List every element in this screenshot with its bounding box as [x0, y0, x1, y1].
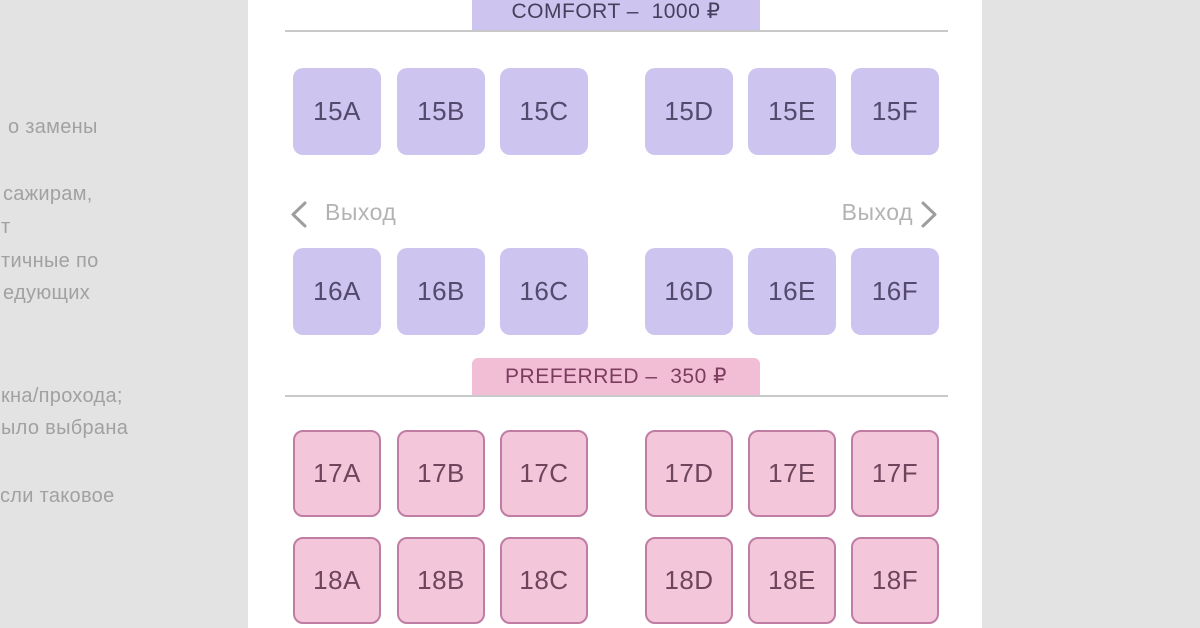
- seat-16E[interactable]: 16E: [748, 248, 836, 335]
- seat-18A[interactable]: 18A: [293, 537, 381, 624]
- sidebar-text-line: ыло выбрана: [1, 417, 129, 439]
- sidebar-text-line: сли таковое: [0, 485, 115, 507]
- seat-15D[interactable]: 15D: [645, 68, 733, 155]
- comfort-section-header: COMFORT – 1000 ₽: [472, 0, 760, 30]
- seat-15C[interactable]: 15C: [500, 68, 588, 155]
- preferred-section-header: PREFERRED – 350 ₽: [472, 358, 760, 395]
- chevron-left-icon: [290, 201, 308, 228]
- seat-18D[interactable]: 18D: [645, 537, 733, 624]
- seat-17A[interactable]: 17A: [293, 430, 381, 517]
- sidebar-text-line: тичные по: [1, 250, 99, 272]
- seat-18C[interactable]: 18C: [500, 537, 588, 624]
- sidebar-text-line: сажирам,: [3, 183, 93, 205]
- seat-16B[interactable]: 16B: [397, 248, 485, 335]
- seat-16D[interactable]: 16D: [645, 248, 733, 335]
- seat-18F[interactable]: 18F: [851, 537, 939, 624]
- sidebar-text-line: о замены: [8, 116, 98, 138]
- exit-label-left: Выход: [325, 199, 397, 225]
- chevron-right-icon: [920, 201, 938, 228]
- seat-17C[interactable]: 17C: [500, 430, 588, 517]
- seat-15B[interactable]: 15B: [397, 68, 485, 155]
- seat-17E[interactable]: 17E: [748, 430, 836, 517]
- seat-17D[interactable]: 17D: [645, 430, 733, 517]
- seat-17F[interactable]: 17F: [851, 430, 939, 517]
- seat-16A[interactable]: 16A: [293, 248, 381, 335]
- seat-16C[interactable]: 16C: [500, 248, 588, 335]
- seat-map-panel: COMFORT – 1000 ₽ 15A 15B 15C 15D 15E 15F…: [248, 0, 982, 628]
- seat-17B[interactable]: 17B: [397, 430, 485, 517]
- sidebar-text-line: кна/прохода;: [1, 385, 123, 407]
- comfort-divider-line: [285, 30, 948, 32]
- seat-16F[interactable]: 16F: [851, 248, 939, 335]
- sidebar-text-line: едующих: [3, 282, 91, 304]
- exit-label-right: Выход: [841, 199, 913, 225]
- preferred-divider-line: [285, 395, 948, 397]
- sidebar-text-line: т: [1, 216, 11, 238]
- seat-15A[interactable]: 15A: [293, 68, 381, 155]
- seat-18B[interactable]: 18B: [397, 537, 485, 624]
- seat-15E[interactable]: 15E: [748, 68, 836, 155]
- seat-18E[interactable]: 18E: [748, 537, 836, 624]
- seat-15F[interactable]: 15F: [851, 68, 939, 155]
